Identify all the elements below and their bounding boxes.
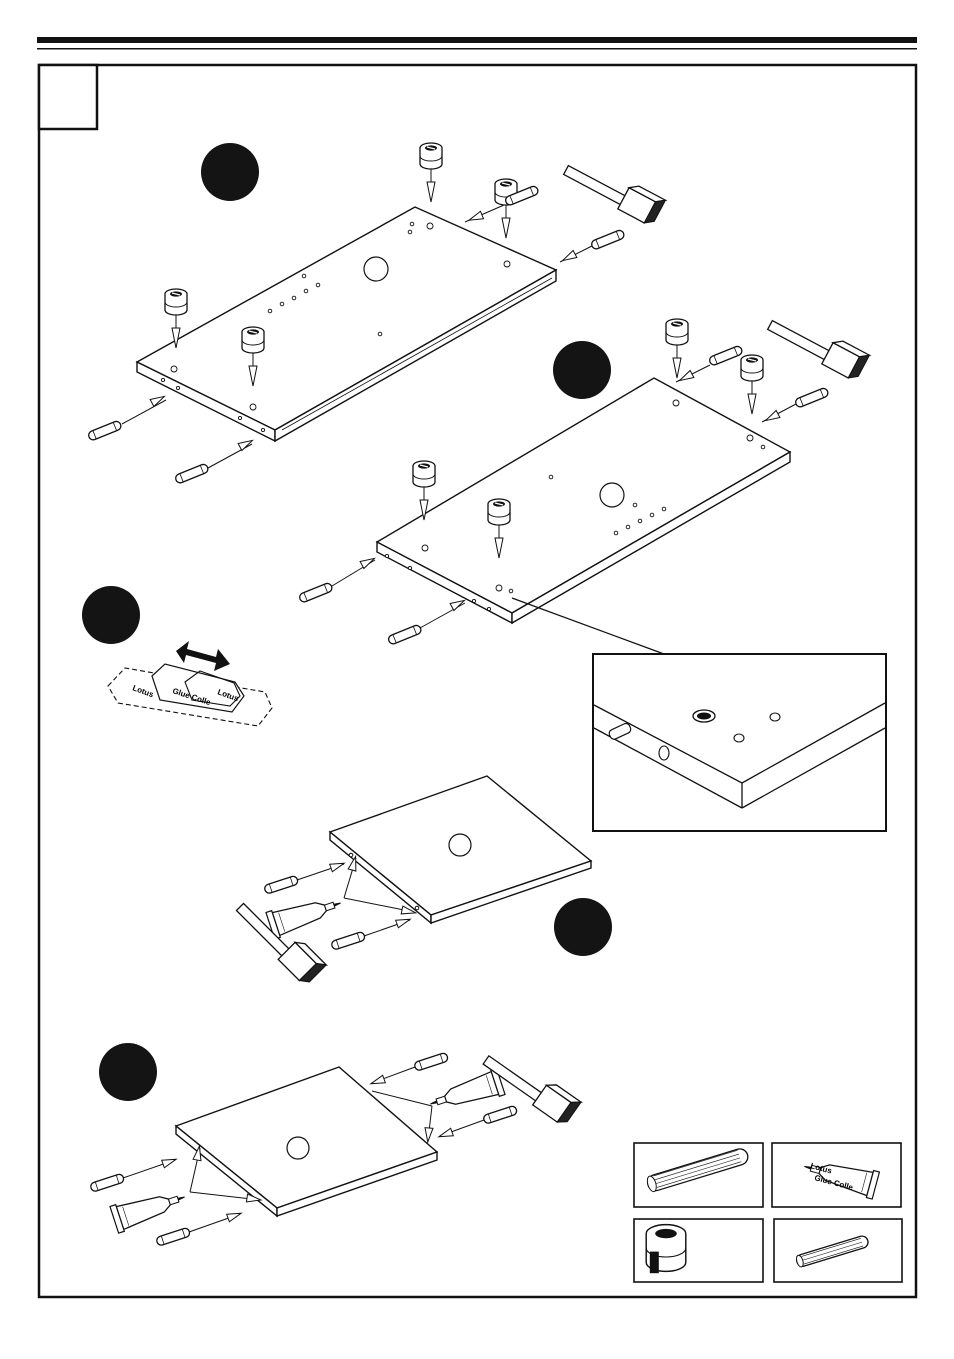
callout-4: [554, 898, 612, 956]
step-number-box: [39, 65, 97, 129]
panel-step-5: [176, 1067, 437, 1216]
parts-legend: Lotus Glue Colle: [634, 1143, 902, 1282]
hammer-icon: [765, 307, 869, 381]
panel-step-1: [137, 207, 556, 441]
hammer-icon: [561, 152, 665, 226]
header-rule-thick: [37, 37, 917, 43]
callout-3: [82, 586, 140, 644]
detail-zoom-box: [593, 654, 886, 831]
header-rule-thin: [37, 48, 917, 50]
glue-tube-icon: [266, 890, 345, 939]
double-arrow-icon: [176, 641, 230, 671]
callout-5: [99, 1043, 157, 1101]
tube-brand-text: Lotus: [131, 683, 155, 699]
callout-1: [201, 143, 259, 201]
callout-2: [553, 341, 611, 399]
glue-knead-illustration: Lotus Glue Colle Lotus: [108, 664, 272, 726]
panel-step-2: [377, 378, 790, 623]
panel-step-4: [330, 776, 591, 923]
detail-leader-line: [512, 598, 664, 654]
cam-lock-icon: [646, 1225, 686, 1274]
